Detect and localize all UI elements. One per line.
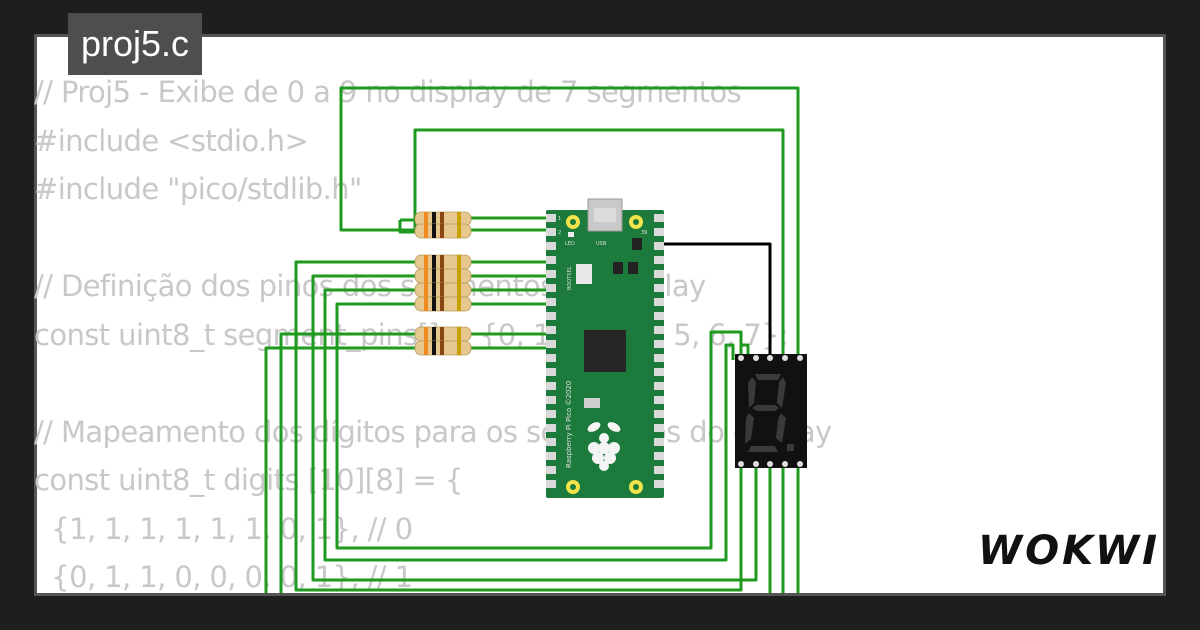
code-line: #include <stdio.h> — [34, 123, 309, 158]
resistor[interactable] — [414, 223, 472, 239]
usb-label: USB — [596, 241, 607, 247]
bootsel-label: BOOTSEL — [567, 266, 573, 290]
led-icon — [568, 232, 574, 237]
display-pins-bottom — [738, 461, 803, 467]
resistor[interactable] — [414, 282, 472, 298]
pico-board[interactable]: LED USB 1 2 39 BOOTSEL Raspberry Pi Pico… — [546, 198, 664, 498]
resistor[interactable] — [414, 340, 472, 356]
bootsel-button[interactable] — [576, 264, 592, 284]
pin-label: 39 — [641, 230, 647, 236]
crystal — [584, 398, 600, 408]
chip — [632, 238, 642, 250]
code-line: // Proj5 - Exibe de 0 a 9 no display de … — [34, 75, 742, 109]
wire — [279, 332, 415, 593]
chip — [628, 262, 638, 274]
resistor[interactable] — [414, 296, 472, 312]
rp2040-chip — [584, 330, 626, 372]
code-line: const uint8_t digits [10][8] = { — [34, 463, 463, 497]
wire — [339, 86, 800, 593]
pin-header — [546, 214, 664, 488]
code-line: #include "pico/stdlib.h" — [34, 172, 362, 206]
resistor[interactable] — [414, 254, 472, 270]
resistor[interactable] — [414, 326, 472, 342]
wire — [323, 288, 735, 562]
pin-label: 2 — [558, 230, 561, 236]
ground-wire — [655, 242, 772, 358]
wire-group — [264, 86, 800, 593]
pin-label: 1 — [558, 216, 561, 222]
file-tab[interactable]: proj5.c — [68, 13, 203, 75]
wire — [398, 220, 415, 234]
led-label: LED — [565, 241, 575, 247]
wire — [294, 260, 750, 592]
display-segments — [745, 374, 794, 452]
wire — [311, 274, 758, 582]
board-silk-text: Raspberry Pi Pico ©2020 — [565, 381, 573, 468]
wokwi-logo: WOKWI — [978, 528, 1161, 574]
seven-segment-display[interactable] — [735, 354, 807, 468]
wire — [264, 346, 415, 593]
wire — [335, 302, 743, 550]
display-pins-top — [738, 355, 803, 361]
resistor[interactable] — [414, 268, 472, 284]
usb-connector — [587, 198, 623, 232]
code-line: {0, 1, 1, 0, 0, 0, 0, 1}, // 1 — [34, 560, 413, 594]
chip — [613, 262, 623, 274]
raspberry-logo-icon — [587, 422, 621, 471]
